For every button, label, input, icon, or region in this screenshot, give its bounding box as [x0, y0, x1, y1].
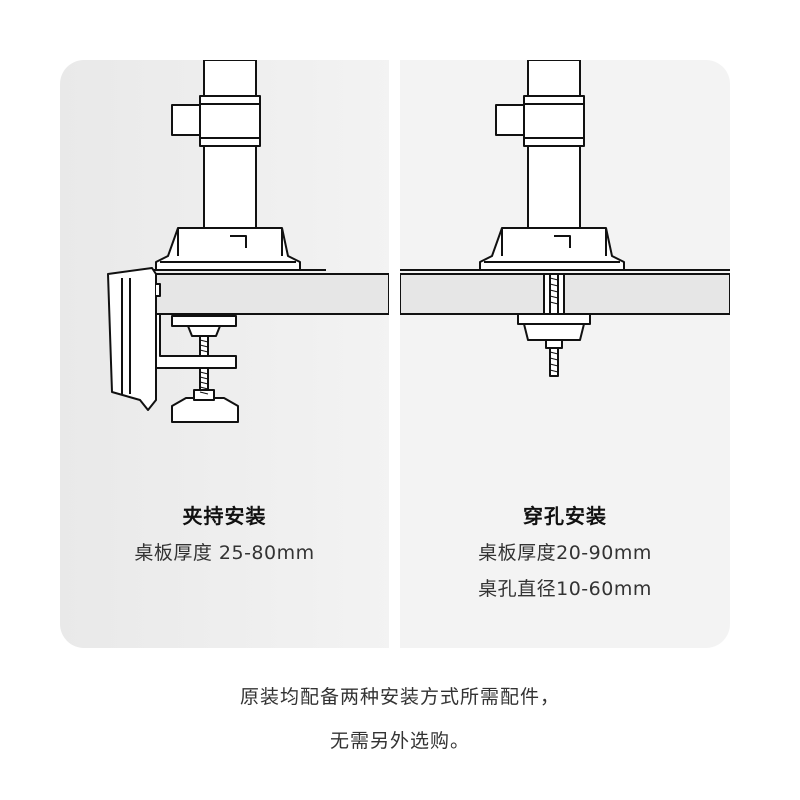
- installation-comparison-card: 夹持安装 桌板厚度 25-80mm: [60, 60, 730, 648]
- footer-note-line2: 无需另外选购。: [329, 730, 470, 752]
- clamp-install-panel: 夹持安装 桌板厚度 25-80mm: [60, 60, 389, 648]
- grommet-install-title: 穿孔安装: [523, 504, 607, 528]
- clamp-knob: [171, 397, 239, 423]
- clamp-body: [107, 267, 157, 411]
- panel-divider: [389, 60, 400, 648]
- grommet-desk-thickness: 桌板厚度20-90mm: [478, 542, 652, 564]
- grommet-nut: [523, 323, 585, 341]
- grommet-hole-diameter: 桌孔直径10-60mm: [478, 578, 652, 600]
- footer-note-line1: 原装均配备两种安装方式所需配件，: [239, 686, 560, 708]
- collar-knob: [495, 104, 527, 136]
- clamp-desk-thickness: 桌板厚度 25-80mm: [134, 542, 315, 564]
- grommet-mount-illustration: [400, 60, 730, 377]
- grommet-screw: [549, 347, 559, 377]
- grommet-install-panel: 穿孔安装 桌板厚度20-90mm 桌孔直径10-60mm: [400, 60, 730, 648]
- clamp-arm: [155, 313, 237, 369]
- clamp-mount-illustration: [107, 60, 389, 423]
- collar-knob: [171, 104, 203, 136]
- clamp-install-title: 夹持安装: [182, 504, 267, 528]
- desk-board: [151, 273, 389, 315]
- grommet-plate: [517, 313, 591, 325]
- pressure-plate: [171, 315, 237, 327]
